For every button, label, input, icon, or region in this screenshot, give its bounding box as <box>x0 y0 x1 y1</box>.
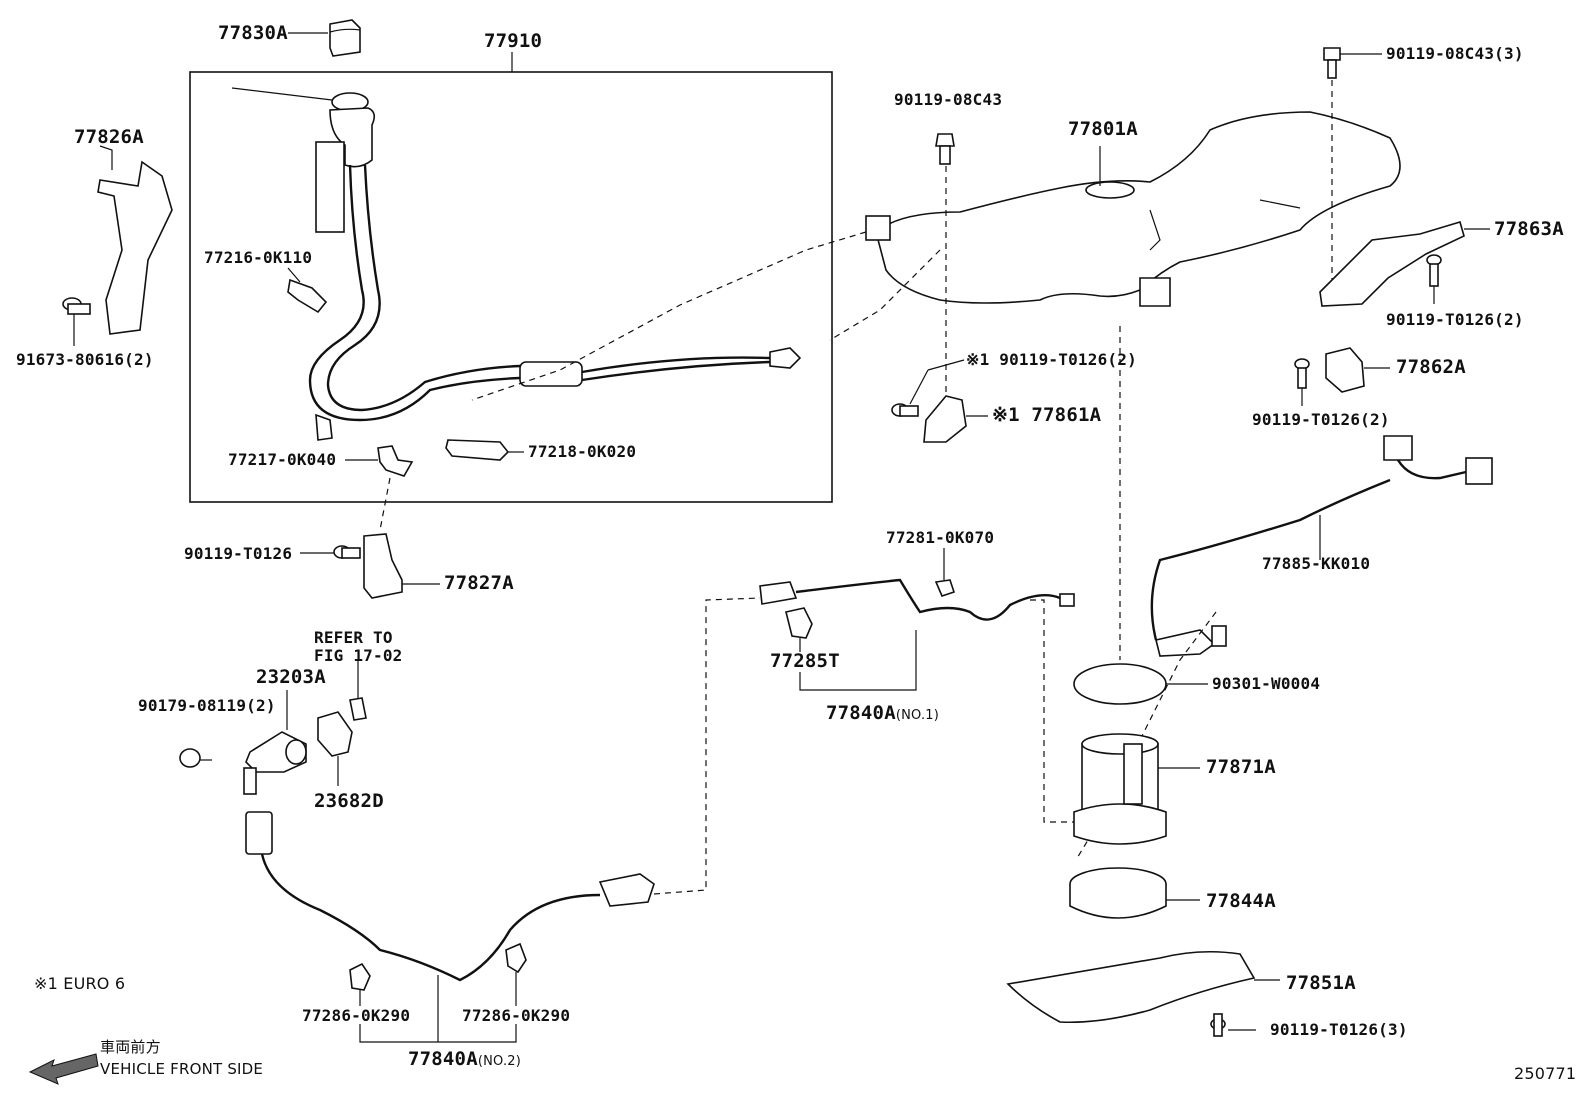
label-77840a-no1-sub: (NO.1) <box>895 708 940 723</box>
label-77827a: 77827A <box>444 572 514 594</box>
label-77910: 77910 <box>484 30 543 52</box>
label-77286-0k290-b: 77286-0K290 <box>462 1006 571 1025</box>
bolt-91673-shape <box>62 297 91 346</box>
label-77801a: 77801A <box>1068 118 1138 140</box>
bolt-90119-t0126-shape <box>300 545 361 559</box>
diagram-id: 250771 <box>1514 1064 1577 1083</box>
clamp-77286-a-shape <box>349 962 371 991</box>
fuel-tank-77801a-shape <box>865 111 1401 307</box>
label-90179-08119: 90179-08119(2) <box>138 696 276 715</box>
bolt-90119-t0126-2a-shape <box>1426 254 1442 287</box>
filler-neck-shape <box>231 87 802 441</box>
bracket-77863a-shape <box>1319 221 1465 307</box>
label-77218-0k020: 77218-0K020 <box>528 442 637 461</box>
bolt-90119-08c43-shape <box>935 133 955 165</box>
gasket-23682d-shape <box>317 711 353 757</box>
clip-77216-shape <box>287 278 328 314</box>
clip-77217-shape <box>377 445 414 477</box>
label-90119-t0126-3: 90119-T0126(3) <box>1270 1020 1408 1039</box>
label-77840a-no2-code: 77840A <box>408 1048 478 1070</box>
label-90119-08c43-3: 90119-08C43(3) <box>1386 44 1524 63</box>
cap-77830a-shape <box>329 19 361 57</box>
vehicle-front-arrow-icon <box>28 1053 99 1085</box>
bolt-90119-t0126-3-shape <box>1210 1013 1226 1037</box>
bracket-77861a-shape <box>923 395 967 443</box>
label-90119-08c43: 90119-08C43 <box>894 90 1003 109</box>
label-90119-t0126-2b: ※1 90119-T0126(2) <box>966 350 1137 369</box>
gasket-90301-shape <box>1073 663 1167 705</box>
assembly-77910-frame <box>189 71 833 503</box>
label-77840a-no1-code: 77840A <box>826 702 896 724</box>
label-fig-17-02: FIG 17-02 <box>314 646 403 665</box>
label-77851a: 77851A <box>1286 972 1356 994</box>
bracket-77826a-shape <box>97 145 173 335</box>
front-label-jp: 車両前方 <box>100 1038 161 1056</box>
label-77885-kk010: 77885-KK010 <box>1262 554 1371 573</box>
label-77840a-no2: 77840A(NO.2) <box>408 1050 521 1069</box>
label-77840a-no1: 77840A(NO.1) <box>826 704 939 723</box>
clip-77285t-shape <box>785 607 813 639</box>
label-77286-0k290-a: 77286-0K290 <box>302 1006 411 1025</box>
label-77281-0k070: 77281-0K070 <box>886 528 995 547</box>
label-77285t: 77285T <box>770 650 840 672</box>
label-77863a: 77863A <box>1494 218 1564 240</box>
bolt-90119-t0126-2c-shape <box>1294 358 1310 389</box>
label-77844a: 77844A <box>1206 890 1276 912</box>
sensor-23203a-shape <box>243 731 307 795</box>
label-77840a-no2-sub: (NO.2) <box>477 1054 522 1069</box>
label-90119-t0126-2a: 90119-T0126(2) <box>1386 310 1524 329</box>
bolt-90179-shape <box>179 748 212 768</box>
protector-77851a-shape <box>1006 950 1256 1024</box>
harness-77885-shape <box>1150 435 1493 657</box>
clamp-77286-b-shape <box>505 942 527 974</box>
label-77861a: ※1 77861A <box>992 404 1102 426</box>
ring-77844a-shape <box>1069 867 1167 919</box>
harness-77840a-no1-shape <box>759 578 1075 621</box>
label-77830a: 77830A <box>218 22 288 44</box>
footnote-euro6: ※1 EURO 6 <box>34 974 126 993</box>
harness-77840a-no2-shape <box>245 811 655 982</box>
label-77871a: 77871A <box>1206 756 1276 778</box>
bracket-77827a-shape <box>363 533 403 599</box>
bolt-90119-08c43-3-shape <box>1323 47 1341 79</box>
label-90119-t0126-2c: 90119-T0126(2) <box>1252 410 1390 429</box>
clip-77281-shape <box>934 579 956 597</box>
stud-shape <box>349 697 367 721</box>
bracket-77862a-shape <box>1325 347 1365 393</box>
label-91673-80616: 91673-80616(2) <box>16 350 154 369</box>
label-77862a: 77862A <box>1396 356 1466 378</box>
label-23203a: 23203A <box>256 666 326 688</box>
pump-77871a-shape <box>1073 733 1167 845</box>
label-23682d: 23682D <box>314 790 384 812</box>
front-label-en: VEHICLE FRONT SIDE <box>100 1060 264 1078</box>
clip-77218-shape <box>445 439 510 461</box>
label-77217-0k040: 77217-0K040 <box>228 450 337 469</box>
bolt-77861-shape <box>891 403 919 417</box>
label-90119-t0126: 90119-T0126 <box>184 544 293 563</box>
label-77826a: 77826A <box>74 126 144 148</box>
label-refer-to: REFER TO <box>314 628 393 647</box>
label-90301-w0004: 90301-W0004 <box>1212 674 1321 693</box>
label-77216-0k110: 77216-0K110 <box>204 248 313 267</box>
